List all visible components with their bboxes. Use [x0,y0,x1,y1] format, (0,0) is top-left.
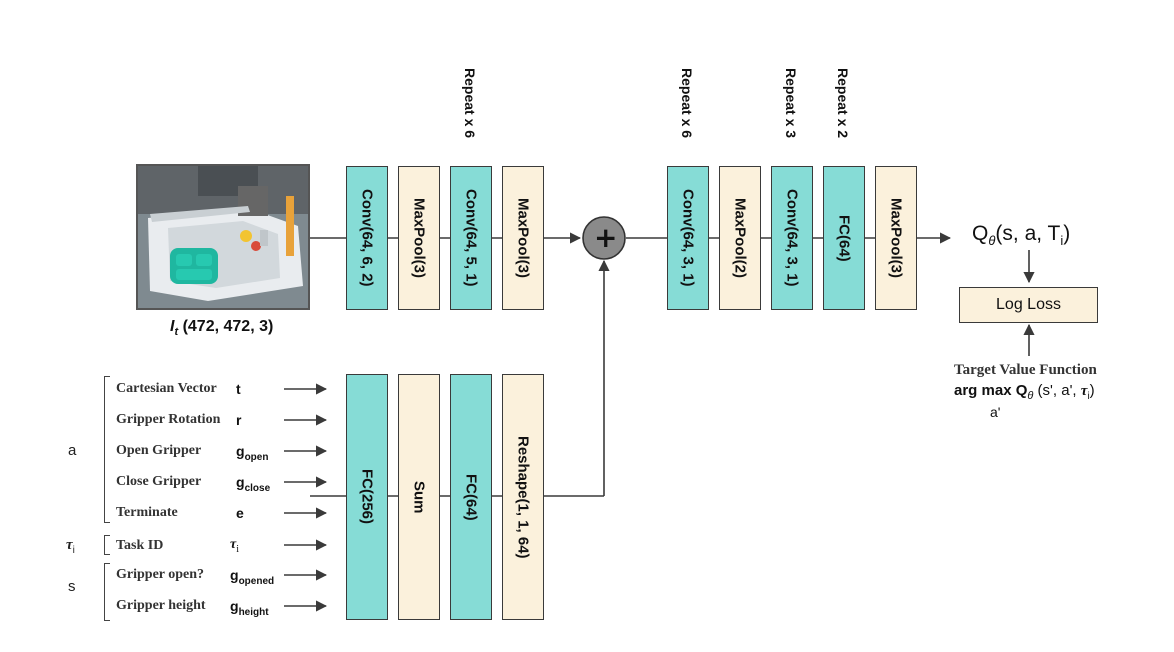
input-symbol-main: e [236,505,244,521]
top-block-maxpool-1: MaxPool(3) [398,166,440,310]
top-block-maxpool-3: MaxPool(2) [719,166,761,310]
input-symbol-main: τ [230,537,237,552]
group-brace-a [104,376,110,523]
top-block-maxpool-2: MaxPool(3) [502,166,544,310]
top-block-conv-4: Conv(64, 3, 1) [771,166,813,310]
top-block-maxpool-4: MaxPool(3) [875,166,917,310]
input-symbol: gclose [236,474,270,494]
input-symbol: τi [230,537,239,555]
input-symbol-main: g [236,474,245,490]
top-block-label: MaxPool(3) [887,197,905,278]
input-symbol-sub: height [238,606,269,618]
image-dims: (472, 472, 3) [182,318,274,335]
input-label: Terminate [116,505,178,520]
top-block-fc: FC(64) [823,166,865,310]
target-close: ) [1089,382,1095,399]
sum-circle [582,216,626,260]
input-symbol-sub: open [244,451,269,463]
top-block-conv-3: Conv(64, 3, 1) [667,166,709,310]
group-label-s: s [68,578,76,595]
target-tau-sub: i [1087,391,1090,402]
robot-scene-illustration [138,166,308,308]
target-formula: arg max Qθ (s', a', τi) [954,382,1095,402]
image-label: It (472, 472, 3) [170,318,273,338]
bottom-block-reshape: Reshape(1, 1, 64) [502,374,544,620]
q-args: (s, a, T [995,222,1061,245]
group-tau-sub: i [72,545,75,556]
repeat-label: Repeat x 3 [783,68,799,139]
q-close: ) [1063,222,1071,245]
log-loss-label: Log Loss [996,296,1061,313]
input-symbol-sub: opened [238,575,275,587]
input-symbol-sub: i [236,543,239,555]
target-argmax-subscript: a' [990,404,1001,420]
top-block-label: Conv(64, 3, 1) [679,189,697,287]
top-block-label: MaxPool(3) [514,197,532,278]
repeat-label: Repeat x 2 [835,68,851,139]
target-theta: θ [1027,390,1034,402]
top-block-conv-2: Conv(64, 5, 1) [450,166,492,310]
target-q: Q [1015,382,1028,399]
bottom-block-label: FC(256) [358,469,376,525]
group-brace-s [104,563,110,621]
input-label: Open Gripper [116,443,202,458]
image-symbol: I [170,318,175,335]
group-label-tau: τi [66,536,75,556]
top-block-label: MaxPool(3) [410,197,428,278]
log-loss-box: Log Loss [959,287,1098,323]
input-label: Close Gripper [116,474,202,489]
input-symbol: gopen [236,443,268,463]
input-label: Gripper Rotation [116,412,221,427]
group-brace-tau [104,535,110,555]
input-label: Gripper open? [116,567,205,582]
input-label: Gripper height [116,598,206,613]
q-args-sub: i [1060,233,1064,249]
input-symbol-main: g [230,598,239,614]
input-symbol: gheight [230,598,269,618]
top-block-label: FC(64) [835,214,853,262]
bottom-block-label: Sum [410,480,428,514]
group-label-a: a [68,442,77,459]
q-symbol: Q [972,222,989,245]
input-symbol-main: r [236,412,242,428]
input-symbol-main: g [236,443,245,459]
bottom-block-sum: Sum [398,374,440,620]
input-symbol: t [236,381,241,401]
top-block-conv-1: Conv(64, 6, 2) [346,166,388,310]
input-symbol: gopened [230,567,274,587]
group-tau-symbol: τ [66,537,73,553]
target-argmax: arg max [954,382,1012,399]
input-symbol-main: g [230,567,239,583]
bottom-block-label: Reshape(1, 1, 64) [514,435,532,559]
repeat-label: Repeat x 6 [462,68,478,139]
top-block-label: Conv(64, 5, 1) [462,189,480,287]
input-symbol: r [236,412,241,432]
bottom-block-fc-64: FC(64) [450,374,492,620]
input-label: Task ID [116,538,164,553]
camera-image [136,164,310,310]
repeat-label: Repeat x 6 [679,68,695,139]
image-symbol-sub: t [174,326,179,339]
input-symbol: e [236,505,244,525]
q-output-label: Qθ(s, a, Ti) [972,222,1070,248]
target-tau: τ [1080,383,1088,399]
input-symbol-main: t [236,381,241,397]
top-block-label: Conv(64, 6, 2) [358,189,376,287]
target-title: Target Value Function [954,362,1097,378]
top-block-label: Conv(64, 3, 1) [783,189,801,287]
bottom-block-label: FC(64) [462,473,480,521]
input-label: Cartesian Vector [116,381,217,396]
input-symbol-sub: close [244,482,271,494]
target-args: (s', a', [1033,382,1081,399]
bottom-block-fc-256: FC(256) [346,374,388,620]
top-block-label: MaxPool(2) [731,197,749,278]
q-theta: θ [988,233,996,249]
sum-symbol: + [594,221,618,254]
